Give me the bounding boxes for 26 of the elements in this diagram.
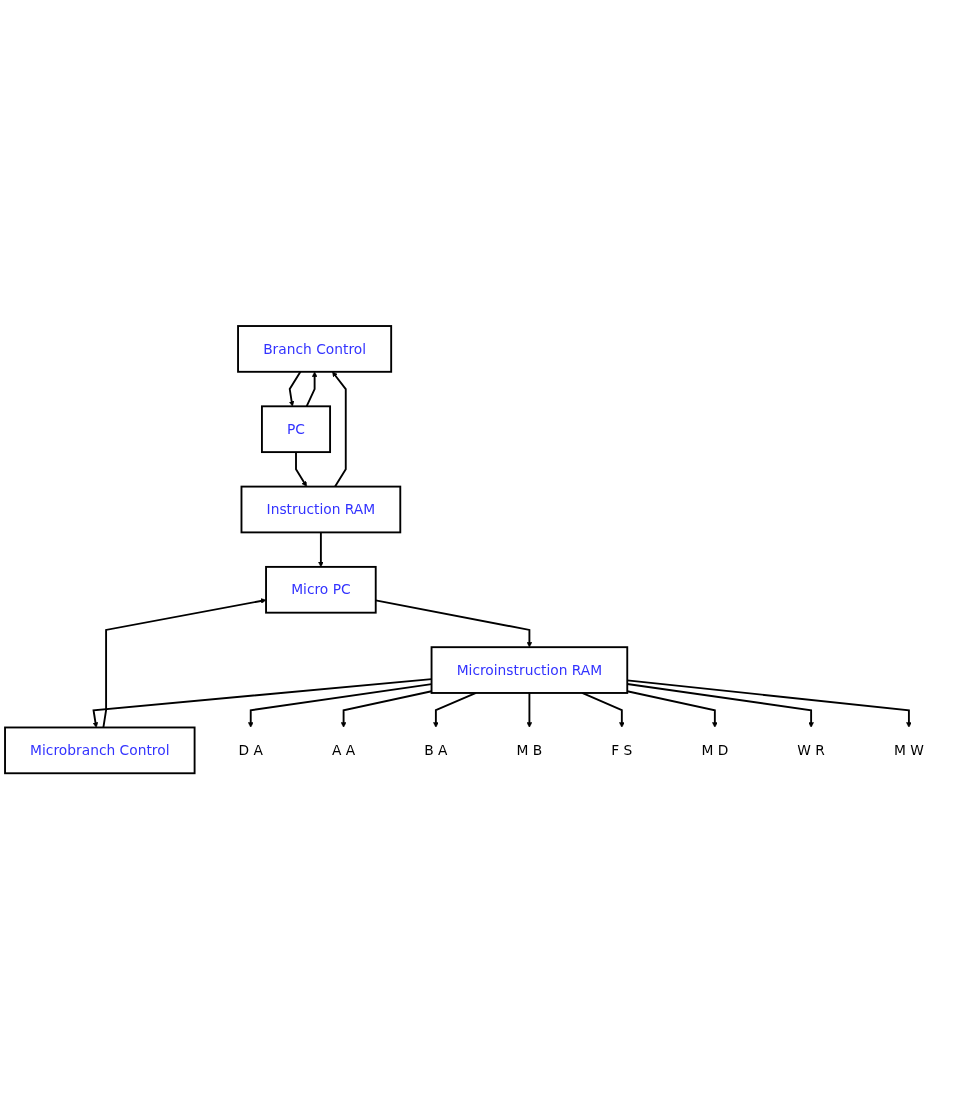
arrow — [626, 690, 718, 729]
node-text: M D — [701, 742, 729, 759]
node-text: F S — [611, 742, 633, 759]
arrow — [332, 371, 347, 488]
node-box: Microbranch Control — [4, 726, 196, 775]
arrow — [318, 531, 324, 568]
node-box: Micro PC — [265, 566, 377, 614]
node-box: PC — [261, 405, 331, 454]
arrow — [626, 679, 912, 729]
node-box: Microinstruction RAM — [430, 646, 629, 695]
node-text: B A — [424, 742, 448, 759]
arrow — [433, 692, 477, 729]
node-text: D A — [238, 742, 263, 759]
arrow — [288, 371, 302, 407]
arrow — [581, 692, 625, 729]
node-box: Branch Control — [237, 325, 393, 374]
arrow — [626, 683, 814, 729]
node-text: M W — [893, 742, 924, 759]
arrow — [526, 692, 533, 729]
node-text: A A — [331, 742, 356, 759]
arrow — [305, 371, 318, 408]
arrow — [102, 598, 267, 729]
node-box: Instruction RAM — [240, 486, 402, 534]
arrow — [295, 451, 307, 488]
node-text: M B — [516, 742, 543, 759]
node-text: W R — [797, 742, 825, 759]
